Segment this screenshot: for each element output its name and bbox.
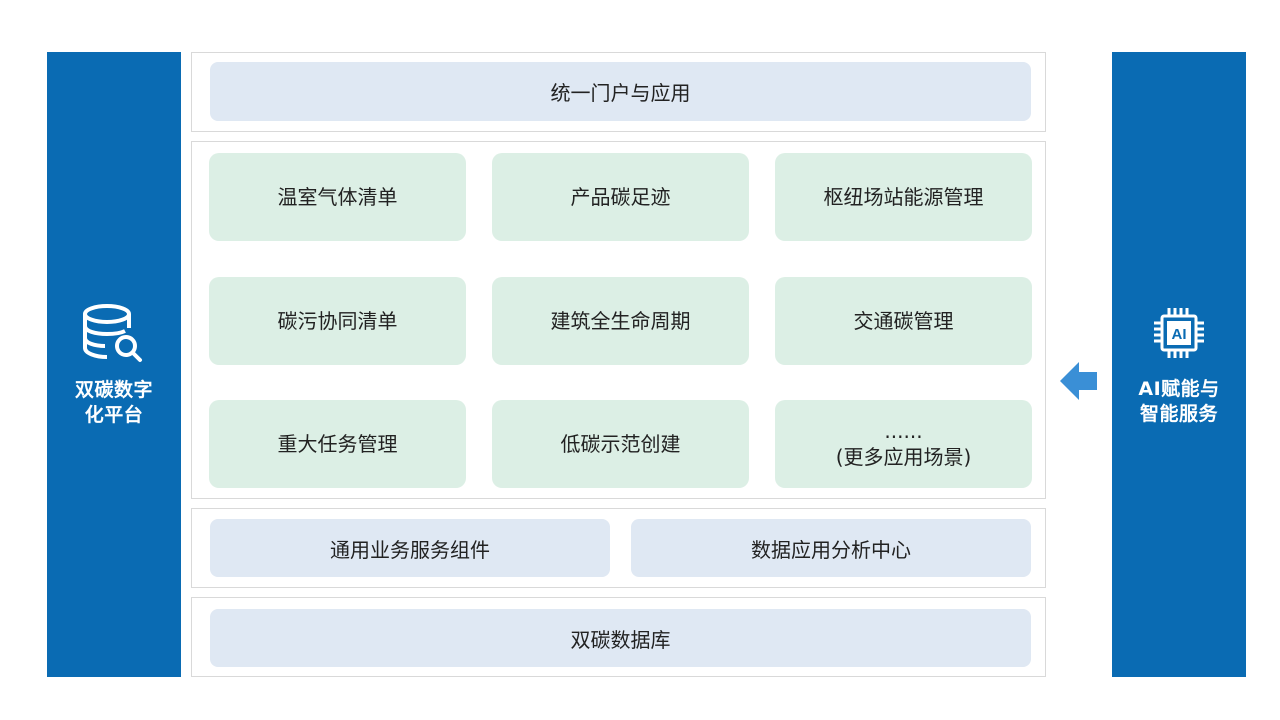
right-title-line2: 智能服务 (1139, 402, 1218, 425)
right-panel-title: AI赋能与 智能服务 (1138, 377, 1219, 427)
right-title-line1: AI赋能与 (1138, 377, 1220, 400)
app-label: 重大任务管理 (277, 432, 398, 456)
left-platform-panel: 双碳数字 化平台 (47, 52, 181, 677)
ai-chip-text: AI (1172, 326, 1187, 343)
right-ai-panel: AI AI赋能与 智能服务 (1112, 52, 1246, 677)
left-title-line2: 化平台 (84, 403, 144, 426)
app-label: ...... (884, 419, 923, 443)
portal-pill: 统一门户与应用 (210, 62, 1031, 121)
component-pill-business: 通用业务服务组件 (210, 519, 610, 577)
portal-label: 统一门户与应用 (550, 81, 691, 105)
app-card-ghg-inventory: 温室气体清单 (209, 153, 466, 241)
left-arrow-icon (1060, 362, 1098, 404)
app-card-transport-carbon: 交通碳管理 (775, 277, 1032, 365)
database-pill: 双碳数据库 (210, 609, 1031, 667)
ai-chip-icon: AI (1149, 303, 1209, 367)
app-label: 碳污协同清单 (277, 309, 398, 333)
app-card-more-scenarios: ...... (更多应用场景) (775, 400, 1032, 488)
component-label: 通用业务服务组件 (330, 537, 490, 562)
database-search-icon (81, 302, 147, 368)
app-card-low-carbon-demo: 低碳示范创建 (492, 400, 749, 488)
app-card-major-tasks: 重大任务管理 (209, 400, 466, 488)
component-pill-analytics: 数据应用分析中心 (631, 519, 1031, 577)
app-card-product-footprint: 产品碳足迹 (492, 153, 749, 241)
component-label: 数据应用分析中心 (751, 537, 911, 562)
app-card-hub-energy: 枢纽场站能源管理 (775, 153, 1032, 241)
app-card-building-lifecycle: 建筑全生命周期 (492, 277, 749, 365)
app-label: 枢纽场站能源管理 (823, 185, 984, 209)
app-label: 建筑全生命周期 (550, 309, 691, 333)
app-label: 温室气体清单 (277, 185, 398, 209)
database-label: 双碳数据库 (570, 627, 671, 652)
app-label: 产品碳足迹 (570, 185, 671, 209)
app-card-carbon-pollution: 碳污协同清单 (209, 277, 466, 365)
left-panel-title: 双碳数字 化平台 (75, 378, 153, 428)
app-label: 低碳示范创建 (560, 432, 681, 456)
app-label-secondary: (更多应用场景) (835, 445, 972, 469)
left-title-line1: 双碳数字 (74, 378, 153, 401)
app-label: 交通碳管理 (853, 309, 954, 333)
